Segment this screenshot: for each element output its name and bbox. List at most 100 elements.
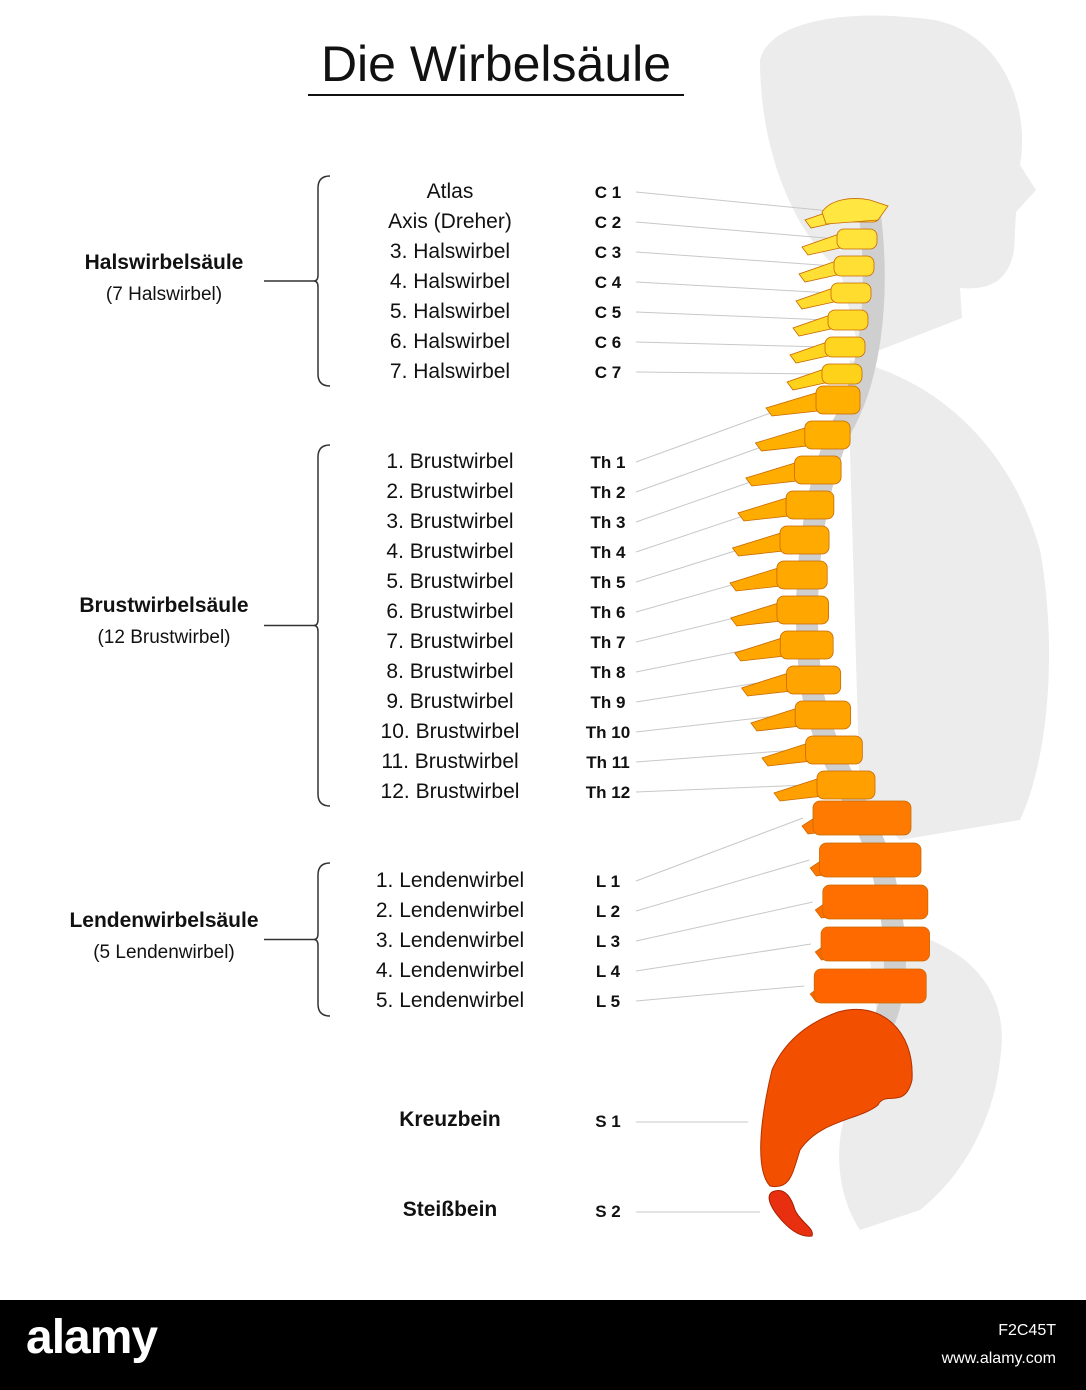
vertebra-name: 12. Brustwirbel — [380, 780, 520, 803]
vertebral-body — [779, 525, 830, 555]
vertebra-code: Th 2 — [590, 483, 626, 502]
vertebra-code: Th 10 — [585, 723, 631, 742]
vertebra-code: Th 9 — [590, 693, 626, 712]
vertebra-shape — [801, 800, 912, 836]
vertebra-name: 1. Lendenwirbel — [375, 869, 525, 892]
head-silhouette — [760, 15, 1036, 350]
vertebra-code: C 2 — [594, 213, 622, 232]
vertebra-shape — [761, 735, 863, 767]
vertebral-body — [822, 884, 929, 920]
leader-line — [635, 679, 777, 703]
leader-line — [635, 371, 823, 375]
leader-line — [635, 341, 826, 348]
bracket-cervical — [313, 175, 331, 387]
leader-line — [635, 943, 812, 972]
vertebra-shape — [745, 455, 842, 487]
vertebra-name: Axis (Dreher) — [388, 210, 512, 233]
vertebral-body — [827, 309, 869, 331]
vertebra-name: 7. Halswirbel — [389, 360, 511, 383]
vertebra-name: 3. Lendenwirbel — [375, 929, 525, 952]
vertebra-name: 1. Brustwirbel — [386, 450, 514, 473]
vertebra-shape — [809, 842, 922, 878]
vertebra-name: 9. Brustwirbel — [386, 690, 514, 713]
vertebra-name: 6. Halswirbel — [389, 330, 511, 353]
group-title-lumbar: Lendenwirbelsäule — [69, 909, 259, 932]
leader-line — [635, 985, 805, 1002]
vertebra-shape — [729, 560, 828, 592]
coccyx-shape — [768, 1190, 813, 1237]
sacrum-code: S 1 — [595, 1112, 621, 1131]
ribcage-silhouette — [848, 360, 1050, 840]
vertebra-code: L 2 — [595, 902, 621, 921]
vertebral-body — [813, 968, 927, 1004]
footer-stock-id: F2C45T — [998, 1322, 1056, 1339]
leader-line — [635, 901, 813, 942]
sacrum-name: Kreuzbein — [399, 1108, 501, 1131]
vertebra-code: L 3 — [595, 932, 621, 951]
vertebra-name: Atlas — [426, 180, 474, 203]
vertebral-body — [779, 630, 834, 660]
vertebral-body — [794, 455, 842, 485]
group-title-thoracic: Brustwirbelsäule — [79, 594, 249, 617]
vertebra-name: 3. Brustwirbel — [386, 510, 514, 533]
group-subtitle-cervical: (7 Halswirbel) — [105, 284, 223, 305]
vertebra-code: C 1 — [594, 183, 622, 202]
vertebral-body — [833, 255, 875, 277]
vertebra-code: Th 6 — [590, 603, 626, 622]
leader-line — [635, 281, 832, 294]
vertebra-code: L 5 — [595, 992, 621, 1011]
vertebral-body — [804, 420, 851, 450]
vertebra-shape — [737, 490, 835, 522]
vertebral-body — [836, 228, 878, 250]
leader-line — [635, 191, 841, 213]
vertebra-shape — [795, 282, 872, 310]
vertebra-name: 4. Halswirbel — [389, 270, 511, 293]
bracket-thoracic — [313, 444, 331, 807]
vertebra-shape — [809, 968, 927, 1004]
leader-line — [635, 817, 804, 882]
vertebral-body — [830, 282, 872, 304]
vertebral-body — [821, 363, 863, 385]
vertebra-name: 4. Brustwirbel — [386, 540, 514, 563]
vertebra-code: L 1 — [595, 872, 621, 891]
spine-illustration — [264, 15, 1050, 1237]
vertebra-name: 4. Lendenwirbel — [375, 959, 525, 982]
vertebra-code: Th 8 — [590, 663, 626, 682]
footer-bar — [0, 1300, 1086, 1390]
vertebra-code: Th 5 — [590, 573, 626, 592]
vertebral-body — [815, 385, 861, 415]
vertebra-name: 2. Brustwirbel — [386, 480, 514, 503]
vertebra-shape — [734, 630, 834, 662]
vertebral-body — [824, 336, 866, 358]
bracket-lumbar — [313, 862, 331, 1017]
leader-line — [635, 859, 810, 912]
vertebra-name: 6. Brustwirbel — [386, 600, 514, 623]
vertebra-code: C 7 — [594, 363, 622, 382]
vertebra-name: 5. Lendenwirbel — [375, 989, 525, 1012]
vertebra-shape — [789, 336, 866, 364]
vertebra-shape — [740, 665, 842, 697]
vertebra-code: Th 4 — [590, 543, 626, 562]
vertebra-name: 11. Brustwirbel — [381, 750, 519, 773]
vertebra-name: 2. Lendenwirbel — [375, 899, 525, 922]
leader-line — [635, 311, 829, 321]
vertebra-code: Th 11 — [586, 753, 630, 772]
footer-logo: alamy — [26, 1311, 158, 1364]
vertebra-code: L 4 — [595, 962, 621, 981]
vertebra-code: Th 3 — [590, 513, 626, 532]
vertebra-shape — [765, 385, 861, 417]
page-title: Die Wirbelsäule — [320, 36, 672, 92]
sacrum-shape — [760, 1008, 913, 1188]
atlas-shape — [821, 198, 889, 225]
vertebra-code: Th 12 — [585, 783, 631, 802]
vertebra-shape — [731, 525, 830, 557]
vertebra-code: C 4 — [594, 273, 622, 292]
vertebra-shape — [801, 228, 878, 256]
vertebral-body — [805, 735, 863, 765]
vertebra-code: C 3 — [594, 243, 622, 262]
leader-line — [635, 749, 796, 763]
vertebra-code: Th 1 — [590, 453, 626, 472]
vertebra-shape — [814, 926, 930, 962]
vertebra-name: 10. Brustwirbel — [380, 720, 520, 743]
vertebral-body — [819, 842, 922, 878]
